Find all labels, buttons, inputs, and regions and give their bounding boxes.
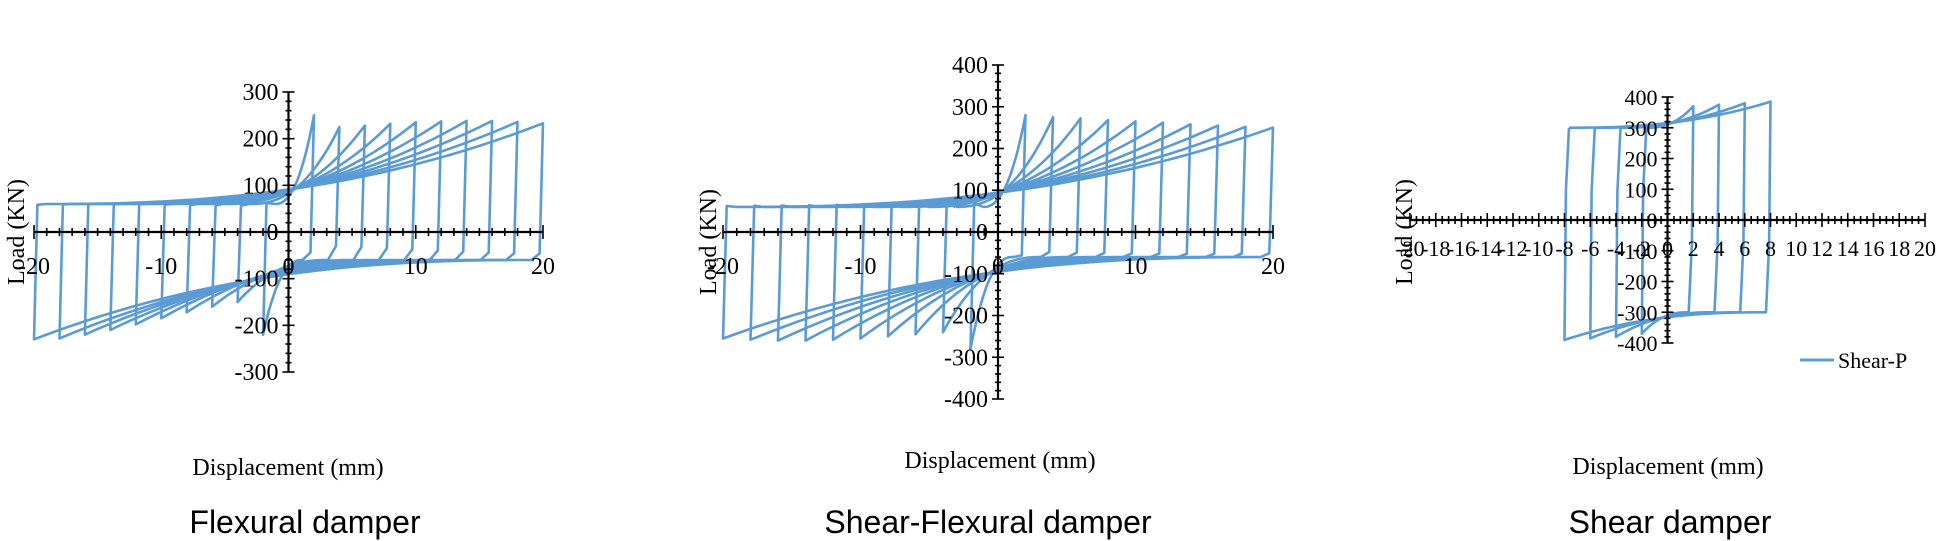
x-tick-label: 2 [1688, 236, 1699, 261]
y-tick-label: 200 [952, 137, 988, 163]
axes: -400-300-200-1000100200300400-20-18-16-1… [1395, 85, 1936, 356]
hysteresis-loops [32, 114, 545, 341]
y-tick-label: -100 [235, 267, 279, 293]
hysteresis-cycle [32, 122, 545, 341]
y-tick-label: -200 [1617, 270, 1657, 295]
x-tick-label: 10 [1785, 236, 1807, 261]
y-tick-label: 0 [1647, 208, 1658, 233]
x-tick-label: -6 [1581, 236, 1599, 261]
hysteresis-loops [721, 113, 1275, 351]
x-tick-label: -20 [1395, 236, 1424, 261]
y-tick-label: 200 [243, 127, 279, 153]
y-tick-label: 0 [976, 220, 988, 246]
y-tick-label: 300 [243, 80, 279, 106]
y-tick-label: 100 [952, 178, 988, 204]
panel-caption: Flexural damper [189, 504, 421, 540]
x-tick-label: -14 [1473, 236, 1502, 261]
x-tick-label: -10 [145, 254, 177, 280]
hysteresis-loops [1563, 100, 1772, 342]
y-tick-label: 200 [1625, 147, 1658, 172]
y-tick-label: 100 [243, 173, 279, 199]
panel-caption: Shear-Flexural damper [824, 504, 1152, 540]
y-tick-label: -100 [1617, 239, 1657, 264]
y-tick-label: -300 [944, 345, 988, 371]
x-tick-label: 0 [283, 254, 295, 280]
y-axis-title: Load (KN) [4, 179, 30, 285]
y-tick-label: 400 [952, 53, 988, 79]
y-axis-title: Load (KN) [1392, 179, 1418, 285]
x-tick-label: -16 [1447, 236, 1476, 261]
x-tick-label: 6 [1739, 236, 1750, 261]
x-tick-label: 20 [1914, 236, 1936, 261]
x-axis-title: Displacement (mm) [904, 448, 1095, 474]
x-tick-label: -20 [18, 254, 50, 280]
x-tick-label: -4 [1607, 236, 1625, 261]
y-tick-label: -400 [1617, 331, 1657, 356]
x-tick-label: 18 [1888, 236, 1910, 261]
x-tick-label: 4 [1714, 236, 1725, 261]
x-tick-label: 8 [1765, 236, 1776, 261]
x-tick-label: 10 [1124, 254, 1148, 280]
y-axis-title: Load (KN) [696, 189, 722, 295]
y-tick-label: 300 [1625, 116, 1658, 141]
hysteresis-cycle [721, 126, 1275, 340]
x-tick-label: 0 [992, 254, 1004, 280]
x-tick-label: -2 [1633, 236, 1651, 261]
panel-caption: Shear damper [1569, 504, 1772, 540]
x-tick-label: -18 [1421, 236, 1450, 261]
x-tick-label: 20 [531, 254, 555, 280]
y-tick-label: -300 [1617, 300, 1657, 325]
x-tick-label: -8 [1555, 236, 1573, 261]
y-tick-label: 300 [952, 95, 988, 121]
legend-label: Shear-P [1838, 348, 1907, 373]
y-tick-label: -400 [944, 387, 988, 413]
x-tick-label: -10 [1524, 236, 1553, 261]
x-axis-title: Displacement (mm) [192, 455, 383, 481]
y-tick-label: -200 [944, 304, 988, 330]
x-tick-label: 20 [1261, 254, 1285, 280]
x-tick-label: 10 [404, 254, 428, 280]
x-tick-label: -20 [707, 254, 739, 280]
y-tick-label: 100 [1625, 177, 1658, 202]
x-tick-label: 16 [1863, 236, 1885, 261]
y-tick-label: 0 [267, 220, 279, 246]
y-tick-label: -300 [235, 360, 279, 386]
hysteresis-cycle [1563, 100, 1772, 342]
x-tick-label: 0 [1662, 236, 1673, 261]
shear-damper-chart: -400-300-200-1000100200300400-20-18-16-1… [1392, 85, 1936, 540]
x-tick-label: -10 [845, 254, 877, 280]
y-tick-label: 400 [1625, 85, 1658, 110]
x-axis-title: Displacement (mm) [1572, 454, 1763, 480]
x-tick-label: -12 [1498, 236, 1527, 261]
y-tick-label: -100 [944, 262, 988, 288]
x-tick-label: 12 [1811, 236, 1833, 261]
x-tick-label: 14 [1837, 236, 1859, 261]
y-tick-label: -200 [235, 313, 279, 339]
